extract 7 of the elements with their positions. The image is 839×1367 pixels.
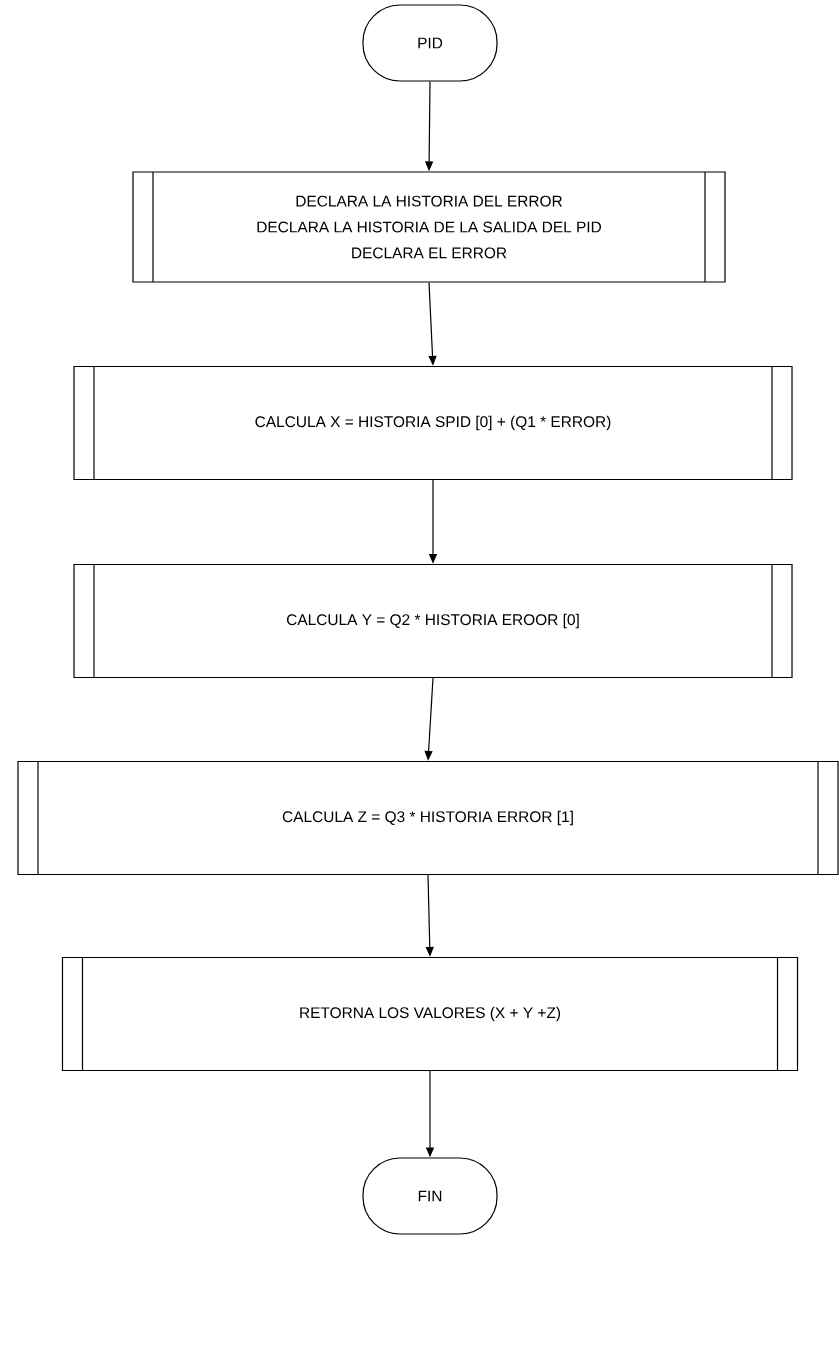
predefined-process-box: RETORNA LOS VALORES (X + Y +Z) xyxy=(61,956,799,1072)
predefined-process-box: CALCULA Y = Q2 * HISTORIA EROOR [0] xyxy=(73,563,793,679)
predefined-process-box: CALCULA X = HISTORIA SPID [0] + (Q1 * ERROR) xyxy=(73,365,793,481)
predefined-process-box: DECLARA LA HISTORIA DEL ERROR DECLARA LA HISTORIA DE LA SALIDA DEL PID DECLARA EL ERROR xyxy=(132,171,726,283)
predefined-process-box: CALCULA Z = Q3 * HISTORIA ERROR [1] xyxy=(17,760,839,876)
terminator-box: FIN xyxy=(362,1157,498,1235)
terminator-box: PID xyxy=(362,4,498,82)
